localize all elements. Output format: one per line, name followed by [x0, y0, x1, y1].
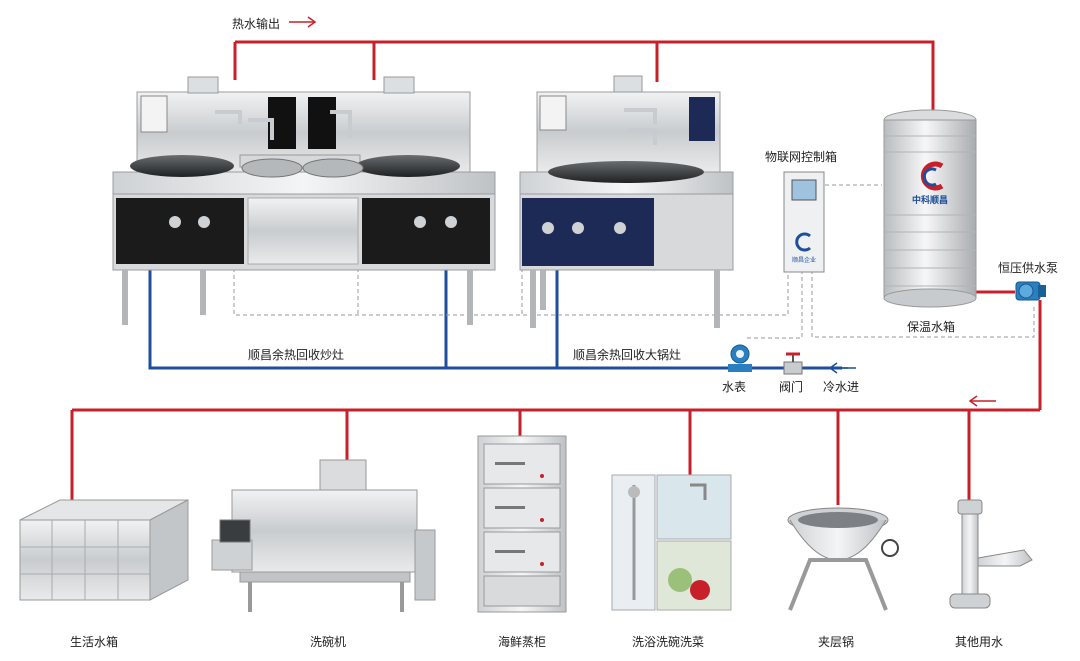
jacketed-kettle — [787, 507, 899, 611]
wok-stove-label: 顺昌余热回收炒灶 — [248, 348, 345, 362]
output-label-4: 洗浴洗碗洗菜 — [632, 635, 705, 649]
control-display — [308, 97, 336, 149]
iot-control-box-label: 物联网控制箱 — [765, 150, 838, 164]
water-meter-label: 水表 — [722, 380, 747, 394]
washing-collage — [611, 474, 732, 611]
logo-c-icon — [920, 161, 944, 191]
signal-lines — [233, 184, 1035, 339]
pressure-pump-label: 恒压供水泵 — [998, 261, 1059, 275]
output-label-3: 海鲜蒸柜 — [498, 635, 547, 649]
water-meter-icon — [728, 344, 752, 372]
cold-water-pipes — [148, 268, 842, 370]
seafood-steamer — [477, 435, 567, 613]
arrow-right-icon — [289, 16, 317, 28]
insulated-tank-label: 保温水箱 — [907, 320, 956, 334]
cold-water-in-label: 冷水进 — [823, 380, 860, 394]
hot-water-out-label: 热水输出 — [232, 17, 281, 31]
valve-icon — [783, 352, 803, 375]
control-box-brand: 顺昌企业 — [792, 256, 816, 264]
insulated-tank: 中科顺昌 — [883, 109, 977, 308]
output-label-6: 其他用水 — [955, 635, 1004, 649]
hot-main-pipe — [235, 40, 935, 120]
big-pot-stove — [519, 75, 734, 328]
wok-stove — [112, 76, 496, 325]
faucet-icon — [949, 499, 1033, 609]
logo-c-icon — [795, 232, 811, 252]
hot-water-pipes — [70, 40, 1042, 505]
domestic-water-tank — [19, 499, 189, 601]
output-label-2: 洗碗机 — [310, 635, 347, 649]
cold-main-pipe — [148, 268, 842, 370]
tank-brand: 中科顺昌 — [912, 194, 948, 206]
big-pot-stove-label: 顺昌余热回收大锅灶 — [573, 348, 682, 362]
output-label-1: 生活水箱 — [70, 635, 119, 649]
dishwasher — [211, 459, 436, 612]
arrow-left-icon — [968, 395, 996, 407]
output-label-5: 夹层锅 — [818, 635, 855, 649]
arrow-left-icon — [828, 362, 856, 374]
pump-icon — [1015, 281, 1046, 301]
valve-label: 阀门 — [779, 380, 804, 394]
iot-control-box: 顺昌企业 — [783, 171, 825, 273]
